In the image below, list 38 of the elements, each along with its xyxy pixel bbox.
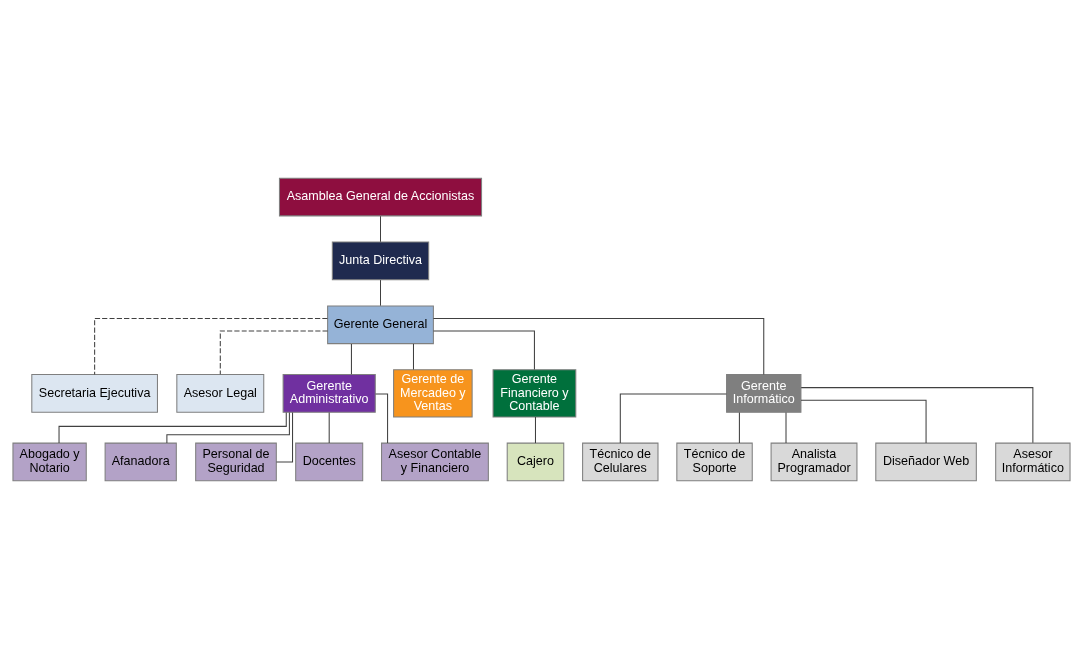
node-box: Gerente General	[327, 305, 434, 345]
node-box: Técnico de Celulares	[582, 442, 659, 482]
connector	[432, 318, 765, 375]
node-box: Técnico de Soporte	[676, 442, 753, 482]
node-box: Gerente Administrativo	[282, 374, 376, 413]
node-box: Gerente de Mercadeo y Ventas	[393, 369, 473, 418]
connector	[800, 387, 1034, 444]
node-box: Secretaria Ejecutiva	[31, 374, 158, 413]
node-box: Junta Directiva	[331, 241, 430, 281]
connector	[379, 279, 382, 307]
connector	[328, 411, 330, 444]
node-box: Diseñador Web	[875, 442, 977, 482]
connector	[275, 411, 294, 463]
connector	[379, 215, 382, 243]
connector	[432, 330, 535, 370]
connector	[412, 343, 414, 370]
node-box: Personal de Seguridad	[195, 442, 277, 482]
connector	[219, 330, 329, 375]
connector	[350, 343, 352, 375]
connector	[738, 411, 740, 444]
node-box: Abogado y Notario	[12, 442, 87, 482]
connector	[58, 412, 287, 444]
node-box: Docentes	[295, 442, 364, 482]
node-box: Asesor Legal	[176, 374, 265, 413]
connector	[785, 411, 787, 444]
node-box: Gerente Financiero y Contable	[492, 369, 577, 418]
node-box: Afanadora	[104, 442, 177, 482]
connector	[800, 399, 927, 444]
node-box: Asesor Informático	[995, 442, 1071, 482]
node-box: Cajero	[506, 442, 565, 482]
connector	[166, 412, 290, 444]
connector	[94, 318, 328, 375]
node-box: Gerente Informático	[726, 374, 802, 413]
node-box: Analista Programador	[770, 442, 858, 482]
connector	[534, 416, 536, 444]
node-box: Asesor Contable y Financiero	[381, 442, 489, 482]
node-box: Asamblea General de Accionistas	[278, 177, 483, 217]
connector	[619, 393, 727, 444]
